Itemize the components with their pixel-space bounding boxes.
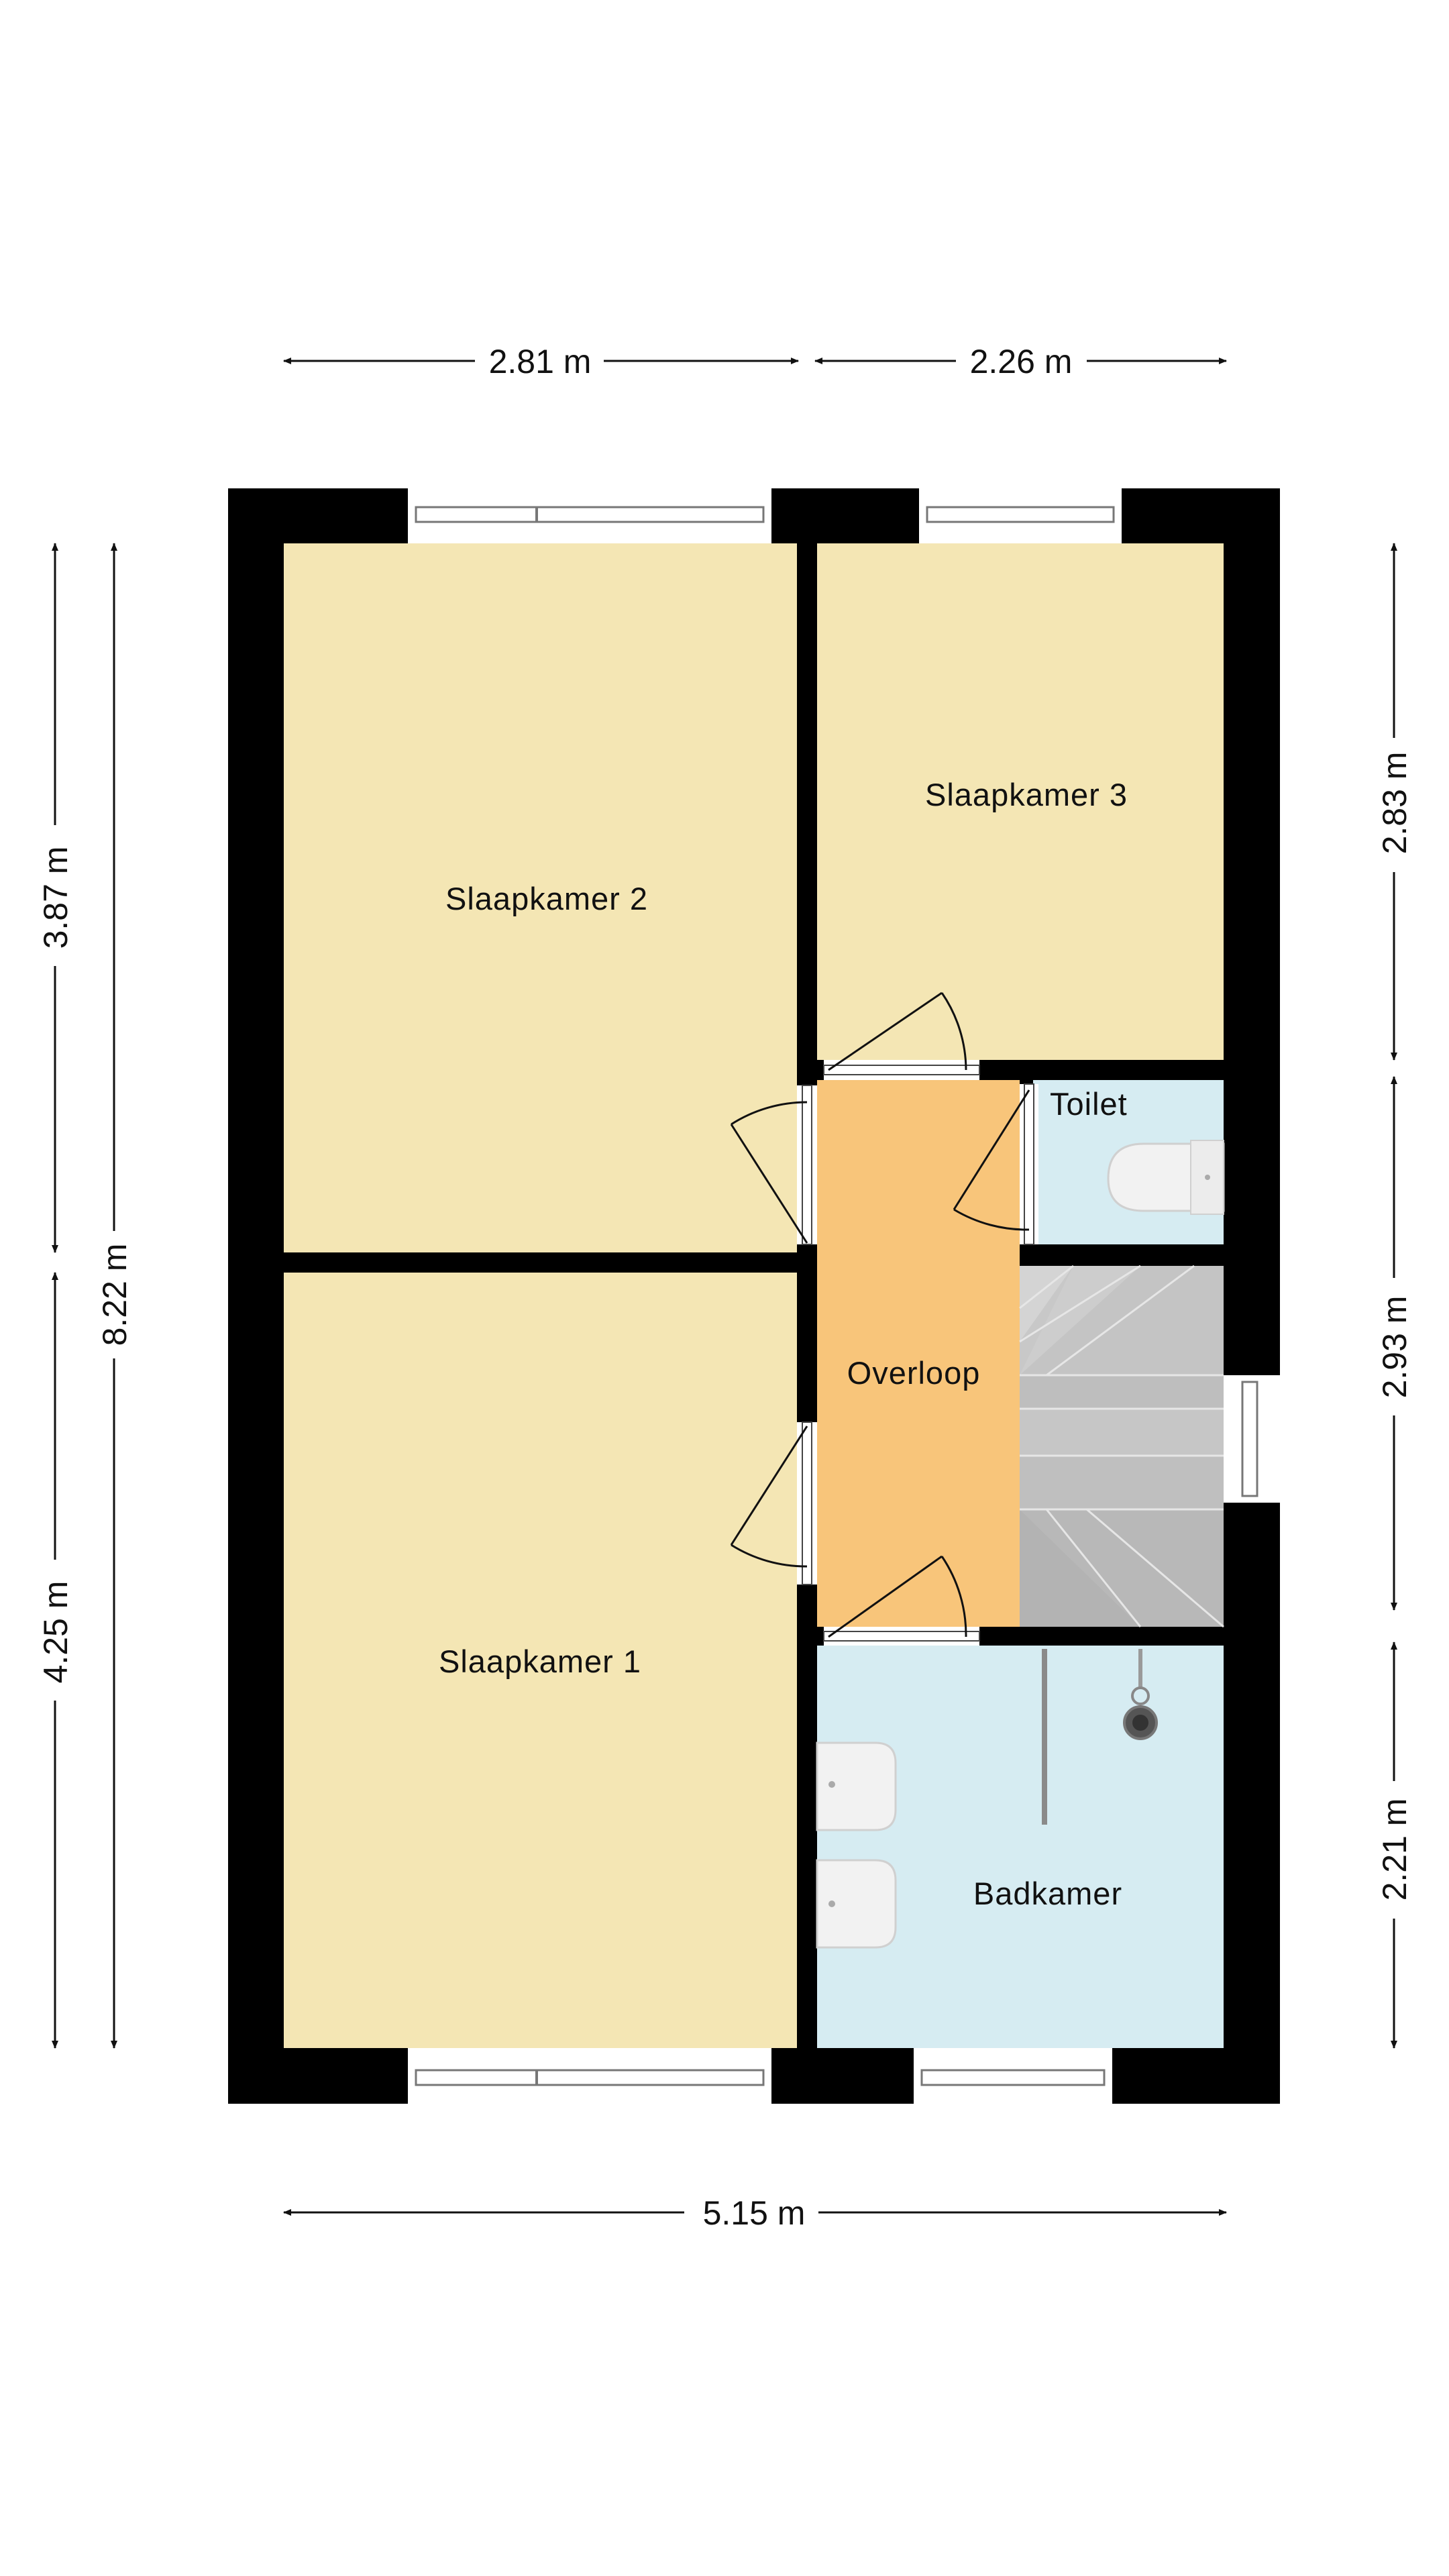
dimension-label: 2.26 m xyxy=(970,343,1073,380)
dimension-left-upper: 3.87 m xyxy=(37,543,74,1253)
window-slaapkamer-2 xyxy=(408,488,771,543)
dimension-label: 2.81 m xyxy=(489,343,592,380)
label-slaapkamer-2: Slaapkamer 2 xyxy=(445,881,648,916)
label-badkamer: Badkamer xyxy=(973,1876,1122,1911)
room-slaapkamer-3 xyxy=(817,543,1224,1060)
shower xyxy=(1042,1649,1158,1825)
room-slaapkamer-1 xyxy=(284,1273,797,2048)
label-overloop: Overloop xyxy=(847,1355,981,1391)
door-badkamer xyxy=(823,1555,980,1646)
dimension-label: 2.21 m xyxy=(1376,1799,1413,1901)
room-overloop xyxy=(817,1080,1020,1627)
toilet-fixture xyxy=(1107,1140,1225,1215)
sink-lower xyxy=(816,1859,897,1949)
label-toilet: Toilet xyxy=(1050,1086,1128,1122)
room-slaapkamer-2 xyxy=(284,543,797,1252)
dimension-right-middle: 2.93 m xyxy=(1376,1076,1413,1611)
dimension-top-left: 2.81 m xyxy=(283,343,799,380)
label-slaapkamer-3: Slaapkamer 3 xyxy=(925,777,1128,812)
dimension-label: 2.93 m xyxy=(1376,1296,1413,1399)
dimension-label: 8.22 m xyxy=(96,1244,133,1346)
dimension-bottom: 5.15 m xyxy=(283,2194,1227,2232)
dimension-right-lower: 2.21 m xyxy=(1376,1642,1413,2049)
window-stairs xyxy=(1224,1375,1280,1503)
staircase xyxy=(1019,1265,1224,1628)
room-badkamer xyxy=(817,1646,1224,2048)
dimension-left-lower: 4.25 m xyxy=(37,1272,74,2049)
label-slaapkamer-1: Slaapkamer 1 xyxy=(439,1644,641,1679)
door-slaapkamer-3 xyxy=(823,991,980,1080)
window-slaapkamer-3 xyxy=(919,488,1122,543)
dimension-label: 3.87 m xyxy=(37,847,74,949)
dimension-label: 5.15 m xyxy=(703,2194,806,2232)
door-toilet xyxy=(953,1083,1038,1245)
dimension-top-right: 2.26 m xyxy=(814,343,1227,380)
dimension-left-total: 8.22 m xyxy=(96,543,133,2049)
dimension-label: 2.83 m xyxy=(1376,752,1413,855)
window-badkamer xyxy=(914,2048,1112,2104)
dimension-right-upper: 2.83 m xyxy=(1376,543,1413,1061)
door-slaapkamer-1 xyxy=(730,1421,817,1585)
sink-upper xyxy=(816,1741,897,1831)
dimension-label: 4.25 m xyxy=(37,1581,74,1684)
door-slaapkamer-2 xyxy=(730,1085,817,1245)
window-slaapkamer-1 xyxy=(408,2048,771,2104)
